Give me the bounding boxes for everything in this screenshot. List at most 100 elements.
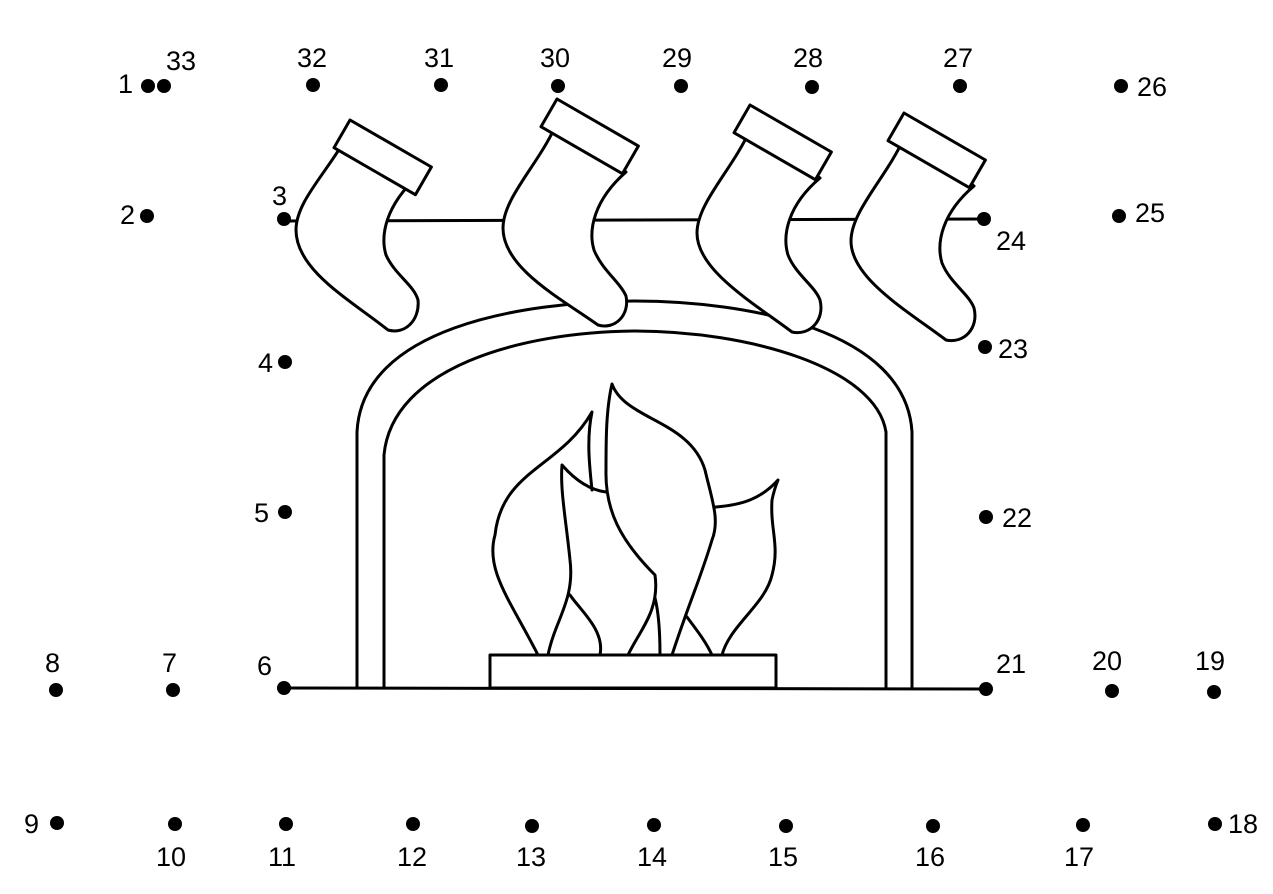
dot-number: 13 xyxy=(516,842,546,872)
dot-12: 12 xyxy=(397,817,427,872)
dot-marker xyxy=(166,683,180,697)
dot-number: 18 xyxy=(1228,809,1258,839)
dot-number: 11 xyxy=(268,842,296,872)
dot-17: 17 xyxy=(1064,818,1094,872)
dot-marker xyxy=(306,78,320,92)
dot-marker xyxy=(278,505,292,519)
dot-number: 8 xyxy=(45,648,60,678)
dot-number: 4 xyxy=(258,348,273,378)
stocking-3 xyxy=(695,103,833,335)
dot-23: 23 xyxy=(978,334,1028,364)
dot-33: 33 xyxy=(157,46,196,93)
dot-number: 27 xyxy=(943,43,973,73)
dot-number: 12 xyxy=(397,842,427,872)
dot-marker xyxy=(49,683,63,697)
dot-number: 30 xyxy=(540,43,570,73)
dot-marker xyxy=(779,819,793,833)
dot-number: 21 xyxy=(996,649,1026,679)
dot-marker xyxy=(977,212,991,226)
stocking-2 xyxy=(501,97,640,328)
dot-8: 8 xyxy=(45,648,63,697)
dot-21: 21 xyxy=(979,649,1026,696)
dot-number: 20 xyxy=(1092,646,1122,676)
fireplace-outer-arch xyxy=(355,299,914,690)
dot-marker xyxy=(157,79,171,93)
dot-15: 15 xyxy=(768,819,798,872)
stocking-1 xyxy=(294,118,433,333)
dot-marker xyxy=(434,78,448,92)
dot-marker xyxy=(1207,685,1221,699)
dot-number: 3 xyxy=(272,181,287,211)
dot-marker xyxy=(277,681,291,695)
dot-3: 3 xyxy=(272,181,291,226)
dot-number: 29 xyxy=(662,43,692,73)
dot-number: 9 xyxy=(24,809,39,839)
dot-marker xyxy=(647,818,661,832)
dot-7: 7 xyxy=(162,648,180,697)
dot-number: 22 xyxy=(1002,503,1032,533)
dot-14: 14 xyxy=(637,818,667,872)
dot-marker xyxy=(525,819,539,833)
dot-marker xyxy=(551,79,565,93)
dot-marker xyxy=(168,817,182,831)
dot-marker xyxy=(1105,684,1119,698)
dot-16: 16 xyxy=(915,819,945,872)
dot-5: 5 xyxy=(254,498,292,528)
dot-marker xyxy=(406,817,420,831)
dot-number: 23 xyxy=(998,334,1028,364)
dot-1: 1 xyxy=(118,69,155,99)
dot-marker xyxy=(1208,817,1222,831)
dot-marker xyxy=(141,79,155,93)
dot-24: 24 xyxy=(977,212,1026,256)
dot-32: 32 xyxy=(297,43,327,92)
dot-31: 31 xyxy=(424,43,454,92)
fire-flames xyxy=(491,382,780,657)
dot-number: 33 xyxy=(166,46,196,76)
dot-number: 19 xyxy=(1195,646,1225,676)
dot-28: 28 xyxy=(793,43,823,94)
dot-29: 29 xyxy=(662,43,692,93)
dot-marker xyxy=(278,355,292,369)
stocking-4 xyxy=(849,111,987,343)
dot-marker xyxy=(978,340,992,354)
dot-10: 10 xyxy=(156,817,186,872)
dot-number: 1 xyxy=(118,69,133,99)
dot-number: 14 xyxy=(637,842,667,872)
dot-number: 15 xyxy=(768,842,798,872)
dot-number: 32 xyxy=(297,43,327,73)
dot-22: 22 xyxy=(979,503,1032,533)
dot-26: 26 xyxy=(1114,72,1167,102)
dot-number: 31 xyxy=(424,43,454,73)
dot-marker xyxy=(1076,818,1090,832)
dot-number: 10 xyxy=(156,842,186,872)
fire-log xyxy=(488,653,778,690)
dot-marker xyxy=(1114,79,1128,93)
dot-4: 4 xyxy=(258,348,292,378)
dot-number: 17 xyxy=(1064,842,1094,872)
dot-9: 9 xyxy=(24,809,64,839)
dot-6: 6 xyxy=(257,651,291,695)
dot-marker xyxy=(979,682,993,696)
dot-number: 26 xyxy=(1137,72,1167,102)
dot-marker xyxy=(979,510,993,524)
dot-number: 6 xyxy=(257,651,272,681)
dot-number: 7 xyxy=(162,648,177,678)
dot-number: 2 xyxy=(120,200,135,230)
dot-number: 24 xyxy=(996,226,1026,256)
dot-19: 19 xyxy=(1195,646,1225,699)
dot-11: 11 xyxy=(268,817,296,872)
dot-number: 28 xyxy=(793,43,823,73)
dot-marker xyxy=(926,819,940,833)
fireplace-inner-arch xyxy=(382,329,888,690)
dot-number: 16 xyxy=(915,842,945,872)
dot-marker xyxy=(805,80,819,94)
dot-25: 25 xyxy=(1112,198,1165,228)
dot-number: 5 xyxy=(254,498,269,528)
dot-number: 25 xyxy=(1135,198,1165,228)
dot-27: 27 xyxy=(943,43,973,93)
dot-marker xyxy=(140,209,154,223)
dot-marker xyxy=(279,817,293,831)
dot-20: 20 xyxy=(1092,646,1122,698)
